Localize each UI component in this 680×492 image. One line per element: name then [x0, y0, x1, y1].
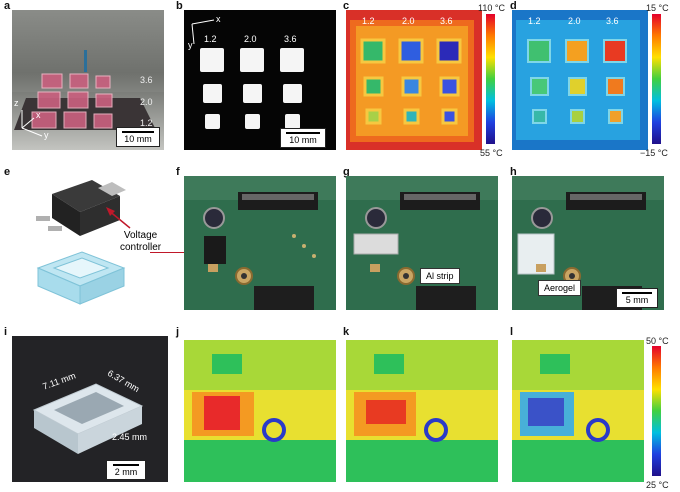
- panel-g-board: [346, 176, 498, 310]
- panel-d-colorbar: [652, 14, 661, 144]
- panel-a-scale-bar: 10 mm: [116, 127, 160, 147]
- panel-a-size-2-0: 2.0: [140, 97, 153, 107]
- panel-d-size-3-6: 3.6: [606, 16, 619, 26]
- panel-d-colorbar-max: 15 °C: [646, 3, 669, 13]
- panel-label-f: f: [176, 166, 180, 178]
- panel-a-axis-z: z: [14, 98, 19, 108]
- panel-b-scale-bar: 10 mm: [280, 128, 326, 148]
- panel-a-scale-text: 10 mm: [124, 134, 152, 144]
- panel-d-thermal-cold: 1.2 2.0 3.6: [512, 10, 648, 150]
- panel-k-thermal: [346, 340, 498, 482]
- panel-b-size-1-2: 1.2: [204, 34, 217, 44]
- panel-l-colorbar-max: 50 °C: [646, 336, 669, 346]
- panel-a-axis-y: y: [44, 130, 49, 140]
- panel-label-a: a: [4, 0, 11, 12]
- panel-c-colorbar-max: 110 °C: [478, 3, 505, 13]
- panel-a-photo: 3.6 2.0 1.2 z x y 10 mm: [12, 10, 164, 150]
- panel-c-size-3-6: 3.6: [440, 16, 453, 26]
- panel-h-board: [512, 176, 664, 310]
- panel-b-size-3-6: 3.6: [284, 34, 297, 44]
- panel-b-squares: [184, 10, 336, 150]
- panel-d-colorbar-min: −15 °C: [640, 148, 668, 158]
- panel-f-board: [184, 176, 336, 310]
- panel-b-size-2-0: 2.0: [244, 34, 257, 44]
- panel-i-box: [12, 336, 168, 482]
- panel-j-thermal: [184, 340, 336, 482]
- panel-e-to-f-line: [150, 252, 210, 253]
- panel-d-size-2-0: 2.0: [568, 16, 581, 26]
- panel-a-size-1-2: 1.2: [140, 118, 153, 128]
- panel-label-l: l: [510, 326, 514, 338]
- panel-label-e: e: [4, 166, 11, 178]
- panel-b-axis-y: y: [188, 40, 193, 50]
- panel-c-size-1-2: 1.2: [362, 16, 375, 26]
- aerogel-label: Aerogel: [538, 280, 582, 296]
- panel-c-thermal-hot: 1.2 2.0 3.6: [346, 10, 482, 150]
- panel-l-colorbar: [652, 346, 661, 476]
- panel-c-colorbar: [486, 14, 495, 144]
- al-strip-label: Al strip: [420, 268, 460, 284]
- panel-b-photo: x y 1.2 2.0 3.6 10 mm: [184, 10, 336, 150]
- panel-l-colorbar-min: 25 °C: [646, 480, 669, 490]
- panel-b-scale-text: 10 mm: [289, 135, 317, 145]
- panel-e-diagram: Voltage controller: [12, 174, 180, 310]
- panel-d-size-1-2: 1.2: [528, 16, 541, 26]
- panel-a-size-3-6: 3.6: [140, 75, 153, 85]
- panel-h-board-photo: Aerogel 5 mm: [512, 176, 664, 310]
- panel-d-thermal-map: [512, 10, 648, 150]
- panel-a-axis-x: x: [36, 110, 41, 120]
- panel-a-scene: [12, 10, 164, 150]
- panel-label-h: h: [510, 166, 517, 178]
- panel-c-size-2-0: 2.0: [402, 16, 415, 26]
- panel-e-controller-drawing: [36, 180, 131, 305]
- panel-i-scale-text: 2 mm: [114, 467, 138, 477]
- panel-i-scale-bar: 2 mm: [106, 460, 146, 480]
- panel-h-scale-bar: 5 mm: [616, 288, 658, 308]
- panel-i-photo: 7.11 mm 6.37 mm 2.45 mm 2 mm: [12, 336, 168, 482]
- panel-g-board-photo: Al strip: [346, 176, 498, 310]
- panel-label-g: g: [343, 166, 350, 178]
- panel-k-thermal-map: [346, 340, 498, 482]
- voltage-controller-label: Voltage controller: [120, 230, 162, 253]
- panel-f-board-photo: [184, 176, 336, 310]
- panel-label-b: b: [176, 0, 183, 12]
- panel-label-j: j: [176, 326, 180, 338]
- panel-h-scale-text: 5 mm: [625, 295, 649, 305]
- panel-j-thermal-map: [184, 340, 336, 482]
- panel-l-thermal-map: [512, 340, 644, 482]
- panel-label-k: k: [343, 326, 350, 338]
- panel-label-d: d: [510, 0, 517, 12]
- panel-label-c: c: [343, 0, 350, 12]
- dimension-height: 2.45 mm: [112, 432, 148, 442]
- panel-c-thermal-map: [346, 10, 482, 150]
- panel-b-axis-x: x: [216, 14, 221, 24]
- panel-l-thermal: [512, 340, 644, 482]
- panel-c-colorbar-min: 55 °C: [480, 148, 503, 158]
- panel-label-i: i: [4, 326, 8, 338]
